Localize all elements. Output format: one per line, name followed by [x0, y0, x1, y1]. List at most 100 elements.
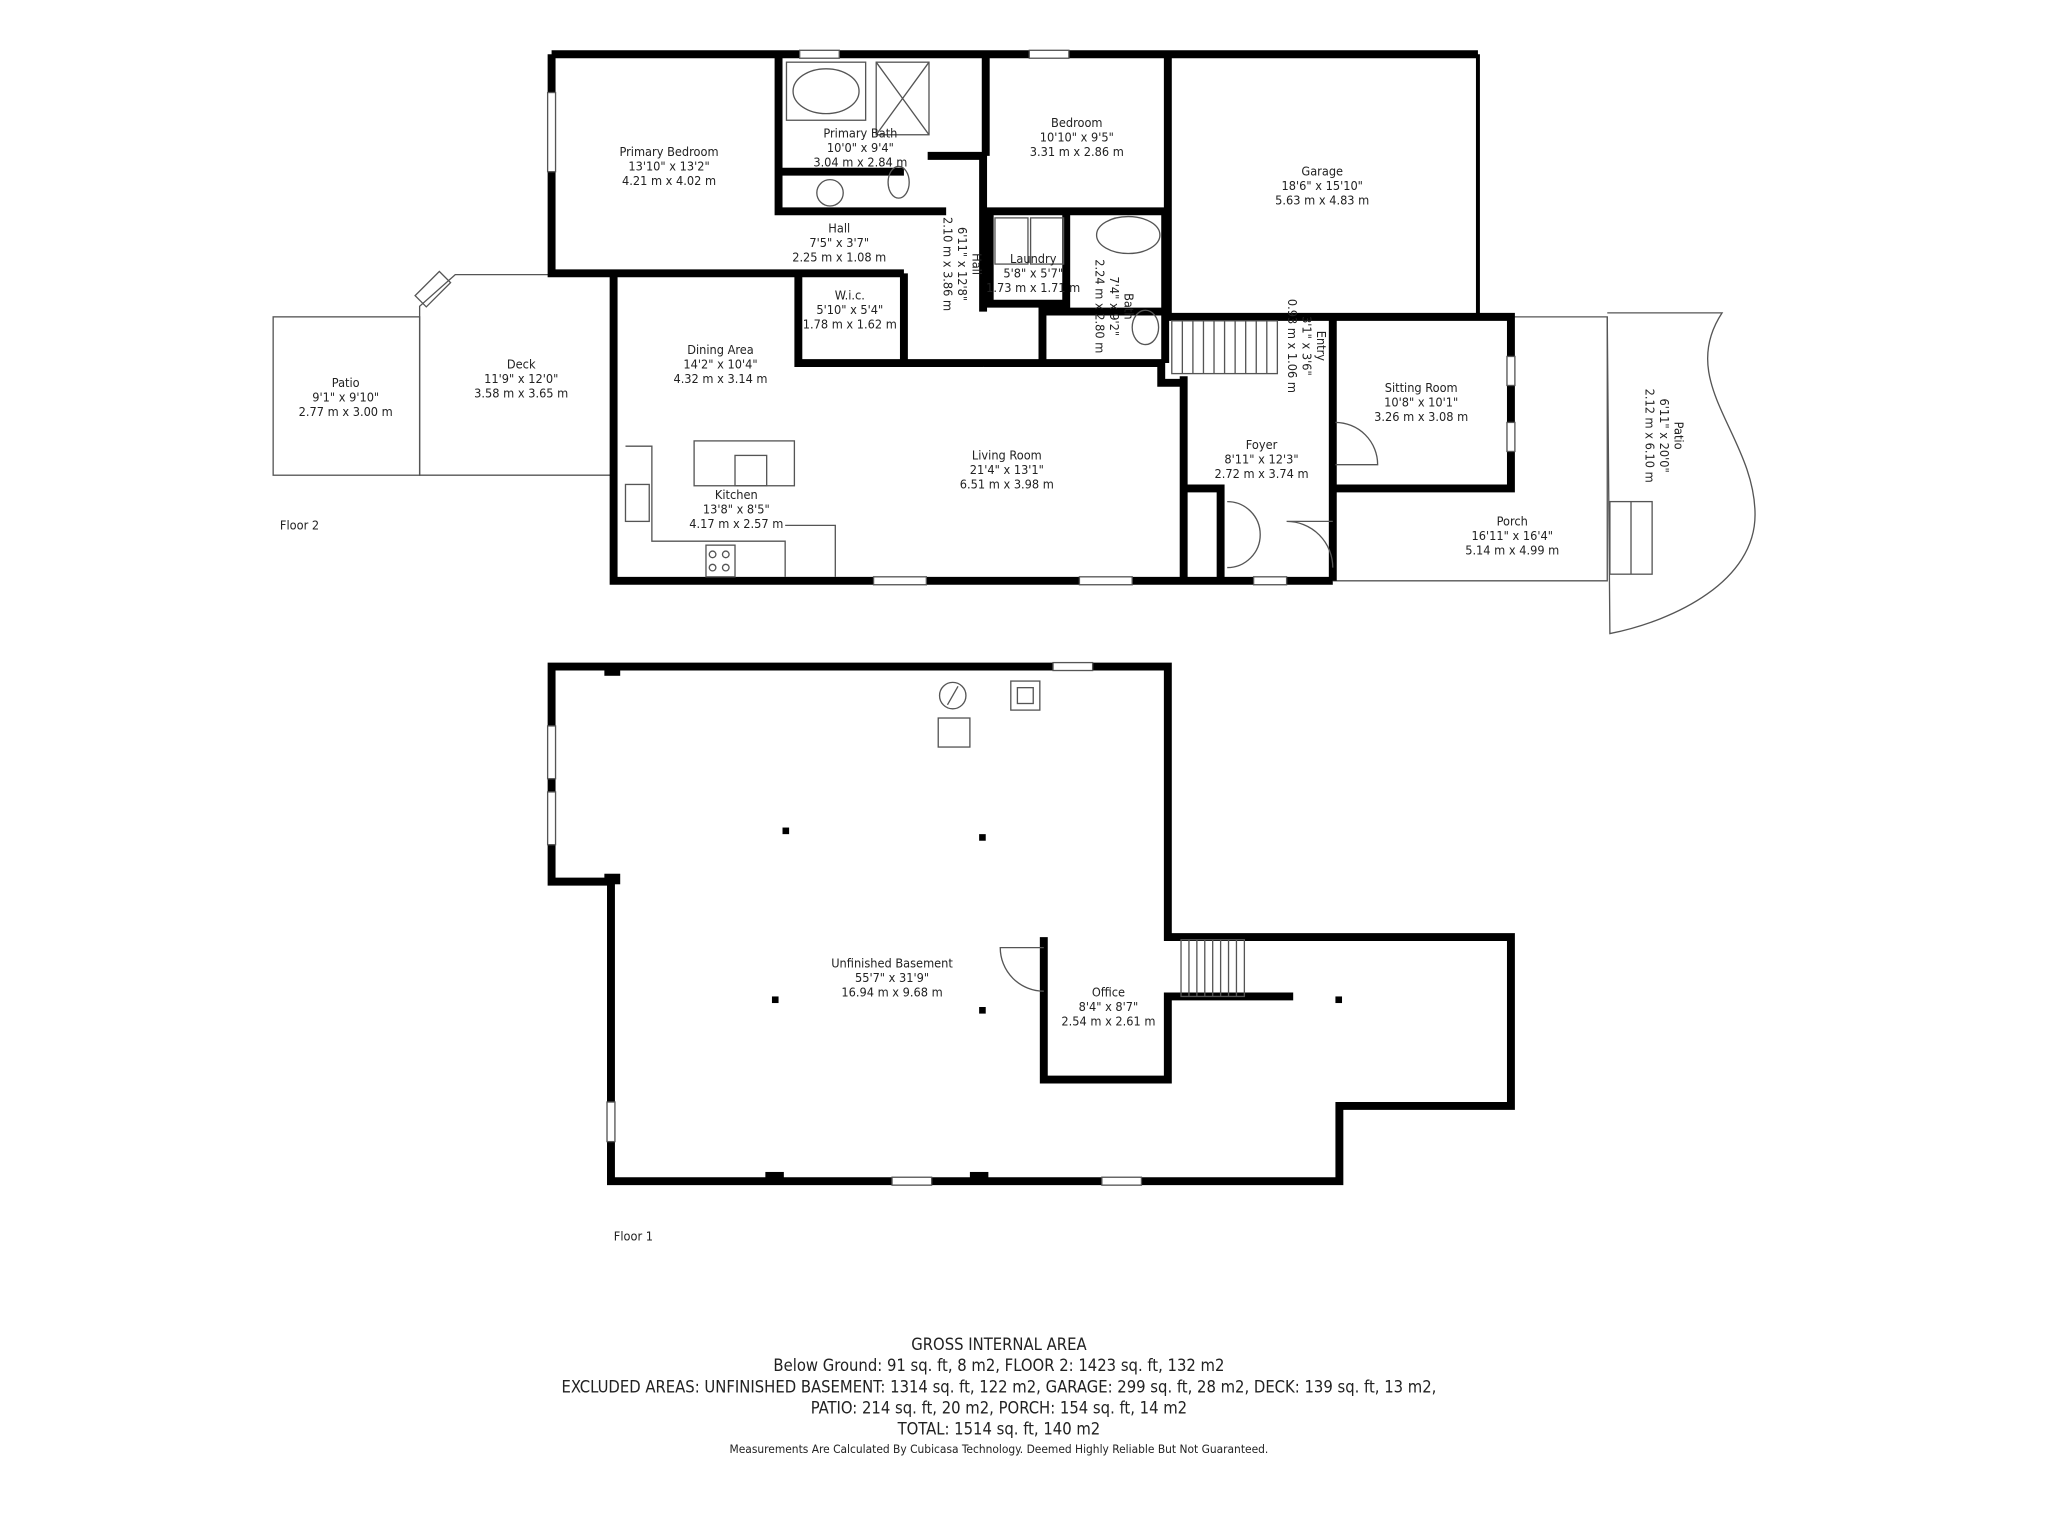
room-name: Hall — [970, 253, 985, 275]
room-name: Garage — [1301, 164, 1343, 179]
stairs-floor-2 — [1171, 320, 1279, 375]
summary-title: GROSS INTERNAL AREA — [911, 1335, 1087, 1354]
room-dim-metric: 5.14 m x 4.99 m — [1465, 542, 1559, 557]
room-dim-imperial: 21'4" x 13'1" — [970, 462, 1044, 477]
room-name: Patio — [332, 375, 360, 390]
summary-line-2: EXCLUDED AREAS: UNFINISHED BASEMENT: 131… — [561, 1377, 1436, 1396]
room-label-office: Office 8'4" x 8'7" 2.54 m x 2.61 m — [1061, 984, 1155, 1028]
room-dim-metric: 2.25 m x 1.08 m — [792, 249, 886, 264]
room-dim-imperial: 14'2" x 10'4" — [683, 356, 757, 371]
room-label-laundry: Laundry 5'8" x 5'7" 1.73 m x 1.71 m — [986, 251, 1080, 295]
fixtures-floor-2 — [624, 61, 1379, 578]
room-dim-imperial: 18'6" x 15'10" — [1282, 178, 1363, 193]
walls-floor-2 — [547, 50, 1515, 585]
room-label-deck: Deck 11'9" x 12'0" 3.58 m x 3.65 m — [474, 356, 568, 400]
room-name: Porch — [1497, 513, 1528, 528]
room-label-entry: Entry 3'1" x 3'6" 0.93 m x 1.06 m — [1285, 299, 1329, 393]
room-dim-imperial: 10'8" x 10'1" — [1384, 395, 1458, 410]
floor-1-plan: Unfinished Basement 55'7" x 31'9" 16.94 … — [546, 661, 1515, 1244]
room-dim-imperial: 6'11" x 12'8" — [955, 227, 970, 301]
summary-line-3: PATIO: 214 sq. ft, 20 m2, PORCH: 154 sq.… — [811, 1398, 1187, 1417]
utility-fixtures — [937, 680, 1044, 992]
room-dim-imperial: 9'1" x 9'10" — [312, 389, 379, 404]
room-label-kitchen: Kitchen 13'8" x 8'5" 4.17 m x 2.57 m — [689, 487, 783, 531]
room-label-dining-area: Dining Area 14'2" x 10'4" 4.32 m x 3.14 … — [673, 342, 767, 386]
room-label-primary-bedroom: Primary Bedroom 13'10" x 13'2" 4.21 m x … — [619, 144, 718, 188]
room-name: Sitting Room — [1385, 380, 1458, 395]
walls-floor-1 — [547, 662, 1515, 1186]
room-dim-metric: 4.21 m x 4.02 m — [622, 173, 716, 188]
room-dim-imperial: 10'10" x 9'5" — [1040, 129, 1114, 144]
room-dim-imperial: 7'5" x 3'7" — [809, 235, 869, 250]
room-name: Bath — [1121, 293, 1136, 319]
room-name: Living Room — [972, 447, 1042, 462]
room-label-wic: W.i.c. 5'10" x 5'4" 1.78 m x 1.62 m — [803, 288, 897, 332]
room-label-unfinished-basement: Unfinished Basement 55'7" x 31'9" 16.94 … — [831, 955, 953, 999]
area-summary: GROSS INTERNAL AREA Below Ground: 91 sq.… — [561, 1335, 1436, 1456]
disclaimer: Measurements Are Calculated By Cubicasa … — [730, 1442, 1269, 1456]
room-dim-imperial: 7'4" x 9'2" — [1107, 276, 1122, 336]
room-dim-metric: 1.78 m x 1.62 m — [803, 317, 897, 332]
room-name: Primary Bath — [823, 125, 897, 140]
room-label-hall-vertical: Hall 6'11" x 12'8" 2.10 m x 3.86 m — [941, 217, 985, 311]
room-name: Primary Bedroom — [619, 144, 718, 159]
room-dim-metric: 3.04 m x 2.84 m — [813, 154, 907, 169]
room-name: Dining Area — [687, 342, 754, 357]
room-label-living-room: Living Room 21'4" x 13'1" 6.51 m x 3.98 … — [960, 447, 1054, 491]
room-label-garage: Garage 18'6" x 15'10" 5.63 m x 4.83 m — [1275, 164, 1369, 208]
deck-stair — [414, 270, 452, 308]
room-dim-imperial: 8'4" x 8'7" — [1079, 999, 1139, 1014]
columns — [604, 666, 1343, 1183]
deck-outline — [418, 273, 615, 476]
room-dim-metric: 4.17 m x 2.57 m — [689, 516, 783, 531]
room-label-sitting-room: Sitting Room 10'8" x 10'1" 3.26 m x 3.08… — [1374, 380, 1468, 424]
room-dim-metric: 6.51 m x 3.98 m — [960, 476, 1054, 491]
summary-total: TOTAL: 1514 sq. ft, 140 m2 — [897, 1420, 1101, 1439]
room-label-patio-left: Patio 9'1" x 9'10" 2.77 m x 3.00 m — [299, 375, 393, 419]
room-label-foyer: Foyer 8'11" x 12'3" 2.72 m x 3.74 m — [1214, 437, 1308, 481]
room-name: Hall — [828, 220, 850, 235]
room-label-hall: Hall 7'5" x 3'7" 2.25 m x 1.08 m — [792, 220, 886, 264]
summary-line-1: Below Ground: 91 sq. ft, 8 m2, FLOOR 2: … — [773, 1356, 1224, 1375]
room-dim-imperial: 55'7" x 31'9" — [855, 970, 929, 985]
room-dim-imperial: 8'11" x 12'3" — [1224, 451, 1298, 466]
room-name: Office — [1092, 984, 1125, 999]
stairs-floor-1 — [1180, 939, 1246, 998]
room-name: Entry — [1314, 331, 1329, 362]
room-dim-imperial: 16'11" x 16'4" — [1472, 528, 1553, 543]
room-name: Foyer — [1246, 437, 1278, 452]
room-name: Patio — [1672, 422, 1687, 450]
room-dim-imperial: 11'9" x 12'0" — [484, 371, 558, 386]
room-dim-imperial: 3'1" x 3'6" — [1299, 316, 1314, 376]
room-dim-metric: 2.24 m x 2.80 m — [1092, 259, 1107, 353]
room-dim-imperial: 5'8" x 5'7" — [1003, 265, 1063, 280]
room-dim-metric: 16.94 m x 9.68 m — [841, 984, 942, 999]
room-label-primary-bath: Primary Bath 10'0" x 9'4" 3.04 m x 2.84 … — [813, 125, 907, 169]
room-label-bedroom: Bedroom 10'10" x 9'5" 3.31 m x 2.86 m — [1030, 115, 1124, 159]
room-name: W.i.c. — [835, 288, 865, 303]
floor-2-plan: Primary Bedroom 13'10" x 13'2" 4.21 m x … — [272, 49, 1756, 635]
room-label-bath: Bath 7'4" x 9'2" 2.24 m x 2.80 m — [1092, 259, 1136, 353]
room-dim-metric: 2.72 m x 3.74 m — [1214, 466, 1308, 481]
room-dim-metric: 3.26 m x 3.08 m — [1374, 409, 1468, 424]
room-dim-metric: 2.54 m x 2.61 m — [1061, 1013, 1155, 1028]
room-dim-imperial: 13'8" x 8'5" — [703, 501, 770, 516]
room-dim-imperial: 6'11" x 20'0" — [1657, 399, 1672, 473]
room-dim-metric: 2.77 m x 3.00 m — [299, 404, 393, 419]
room-name: Deck — [507, 356, 536, 371]
room-label-porch: Porch 16'11" x 16'4" 5.14 m x 4.99 m — [1465, 513, 1559, 557]
room-dim-metric: 5.63 m x 4.83 m — [1275, 193, 1369, 208]
room-dim-metric: 2.12 m x 6.10 m — [1643, 389, 1658, 483]
room-dim-metric: 3.31 m x 2.86 m — [1030, 144, 1124, 159]
room-name: Laundry — [1010, 251, 1057, 266]
floor-1-label: Floor 1 — [614, 1229, 653, 1244]
room-dim-imperial: 5'10" x 5'4" — [816, 302, 883, 317]
room-name: Bedroom — [1051, 115, 1102, 130]
room-label-patio-right: Patio 6'11" x 20'0" 2.12 m x 6.10 m — [1643, 389, 1687, 483]
room-dim-imperial: 10'0" x 9'4" — [827, 140, 894, 155]
porch-outline — [1332, 316, 1608, 582]
room-dim-metric: 2.10 m x 3.86 m — [941, 217, 956, 311]
room-name: Unfinished Basement — [831, 955, 953, 970]
room-dim-metric: 1.73 m x 1.71 m — [986, 280, 1080, 295]
